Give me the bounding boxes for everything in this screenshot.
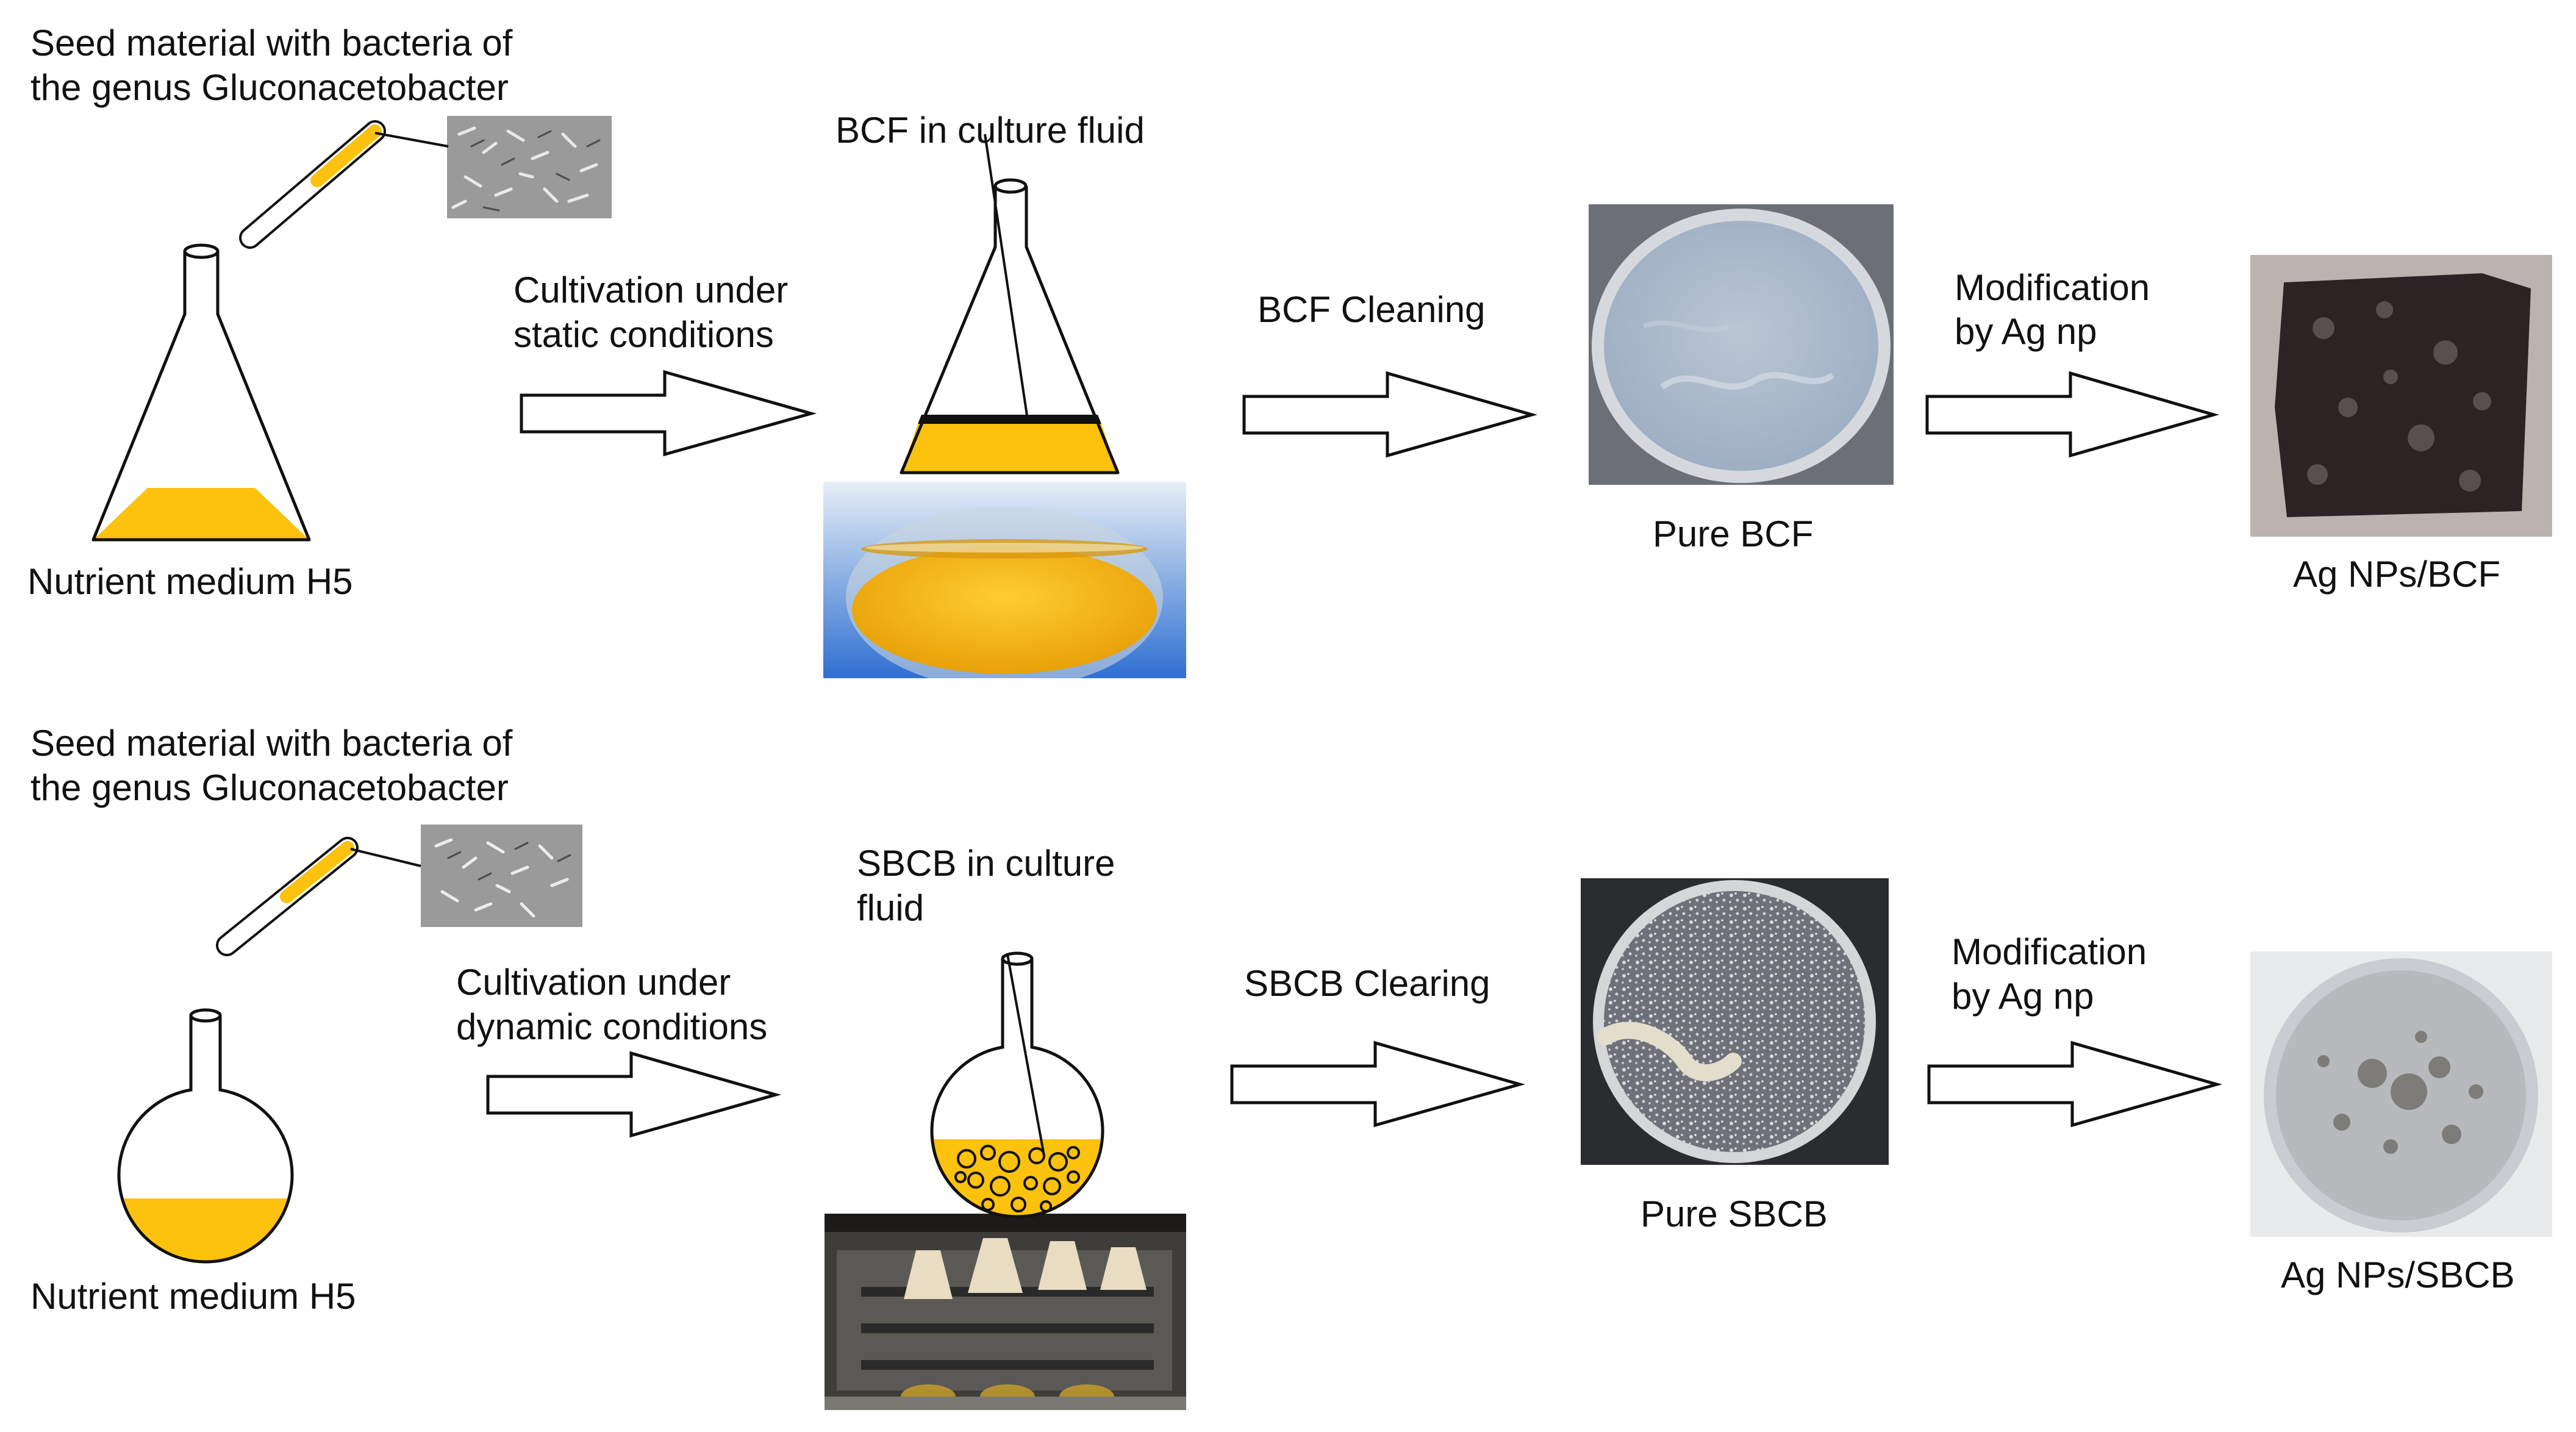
pure-bcf-photo <box>1589 204 1894 485</box>
seed-label-line2-dynamic: the genus Gluconacetobacter <box>30 767 509 808</box>
round-flask-sbcb <box>930 951 1104 1219</box>
arrow-cleaning-static[interactable] <box>1242 371 1538 458</box>
arrow-modification-dynamic[interactable] <box>1927 1040 2223 1128</box>
bcf-flask-photo <box>823 482 1186 678</box>
cultivation-label-line1-static: Cultivation under <box>513 270 789 310</box>
arrow-cultivation-static[interactable] <box>520 370 817 457</box>
seed-label-line2-static: the genus Gluconacetobacter <box>30 67 509 108</box>
ag-nps-bcf-label: Ag NPs/BCF <box>2293 554 2501 595</box>
bcf-cleaning-label: BCF Cleaning <box>1258 289 1486 330</box>
medium-label-static: Nutrient medium H5 <box>27 561 353 602</box>
pipette-dynamic <box>216 837 359 956</box>
ag-nps-sbcb-photo <box>2250 951 2552 1237</box>
ag-nps-sbcb-label: Ag NPs/SBCB <box>2281 1255 2515 1295</box>
pure-sbcb-label: Pure SBCB <box>1640 1194 1828 1234</box>
cultivation-label-line2-dynamic: dynamic conditions <box>456 1006 768 1047</box>
modification-label-line1-dynamic: Modification <box>1952 931 2147 972</box>
arrow-cultivation-dynamic[interactable] <box>486 1051 782 1138</box>
pipette-pointer-static <box>374 132 449 148</box>
cultivation-label-line2-static: static conditions <box>513 314 774 355</box>
ag-nps-bcf-photo <box>2250 255 2552 537</box>
bcf-culture-label: BCF in culture fluid <box>835 110 1145 151</box>
pipette-pointer-dynamic <box>350 848 421 867</box>
microscope-photo-dynamic <box>421 825 582 927</box>
erlenmeyer-flask-bcf <box>900 178 1120 474</box>
seed-label-line1-static: Seed material with bacteria of <box>30 23 513 63</box>
sbcb-pointer-line <box>1006 954 1045 1156</box>
sbcb-culture-label-line1: SBCB in culture <box>857 843 1115 884</box>
shaker-photo <box>825 1214 1186 1410</box>
seed-label-line1-dynamic: Seed material with bacteria of <box>30 723 513 764</box>
modification-label-line2-static: by Ag np <box>1955 311 2097 352</box>
pure-bcf-label: Pure BCF <box>1653 514 1814 554</box>
pipette-static <box>239 120 386 249</box>
microscope-photo-static <box>447 116 612 218</box>
round-flask-h5-dynamic <box>117 1008 294 1264</box>
arrow-modification-static[interactable] <box>1925 371 2220 458</box>
bcf-pointer-line <box>984 134 1029 420</box>
modification-label-line1-static: Modification <box>1955 267 2150 308</box>
medium-label-dynamic: Nutrient medium H5 <box>30 1276 356 1317</box>
cultivation-label-line1-dynamic: Cultivation under <box>456 962 731 1003</box>
sbcb-culture-label-line2: fluid <box>857 887 925 928</box>
modification-label-line2-dynamic: by Ag np <box>1952 976 2094 1017</box>
erlenmeyer-flask-h5-static <box>91 243 311 542</box>
arrow-clearing-dynamic[interactable] <box>1230 1040 1526 1128</box>
sbcb-clearing-label: SBCB Clearing <box>1244 963 1490 1004</box>
pure-sbcb-photo <box>1581 878 1889 1165</box>
